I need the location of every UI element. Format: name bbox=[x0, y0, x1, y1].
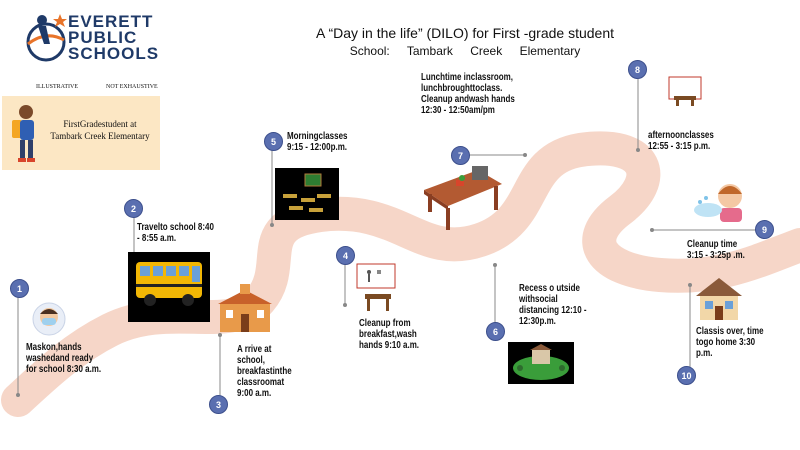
classroom-desk-icon bbox=[356, 263, 396, 311]
school-building-icon bbox=[218, 284, 272, 332]
illustrative-tag: ILLUSTRATIVE bbox=[36, 84, 78, 90]
step-text-1: Maskon,hands washedand ready for school … bbox=[26, 342, 102, 375]
step-text-9: Cleanup time 3:15 - 3:25p .m. bbox=[687, 239, 745, 261]
connector-lines bbox=[17, 70, 760, 395]
logo-line1: EVERETT bbox=[68, 12, 154, 31]
step-badge-7: 7 bbox=[451, 146, 470, 165]
step-badge-1: 1 bbox=[10, 279, 29, 298]
step-badge-4: 4 bbox=[336, 246, 355, 265]
school-bus-icon bbox=[128, 252, 210, 322]
afternoon-class-icon bbox=[668, 76, 702, 106]
step-text-4: Cleanup from breakfast,wash hands 9:10 a… bbox=[359, 318, 420, 351]
connector-dots bbox=[16, 148, 692, 397]
step-badge-5: 5 bbox=[264, 132, 283, 151]
logo-line3: SCHOOLS bbox=[68, 44, 160, 63]
logo-line2: PUBLIC bbox=[68, 28, 138, 47]
step-badge-3: 3 bbox=[209, 395, 228, 414]
step-badge-2: 2 bbox=[124, 199, 143, 218]
step-text-8: afternoonclasses 12:55 - 3:15 p.m. bbox=[648, 130, 714, 152]
not-exhaustive-tag: NOT EXHAUSTIVE bbox=[106, 84, 158, 90]
handwash-child-icon bbox=[694, 184, 742, 222]
step-text-2: Travelto school 8:40 - 8:55 a.m. bbox=[137, 222, 214, 244]
page-title: A “Day in the life” (DILO) for First -gr… bbox=[300, 24, 630, 60]
home-house-icon bbox=[696, 278, 742, 320]
lunch-table-icon bbox=[424, 166, 502, 230]
step-text-7: Lunchtime inclassroom, lunchbroughttocla… bbox=[421, 72, 515, 116]
masked-child-icon bbox=[32, 302, 66, 336]
step-badge-9: 9 bbox=[755, 220, 774, 239]
step-text-10: Classis over, time togo home 3:30 p.m. bbox=[696, 326, 764, 359]
step-badge-10: 10 bbox=[677, 366, 696, 385]
step-badge-6: 6 bbox=[486, 322, 505, 341]
step-badge-8: 8 bbox=[628, 60, 647, 79]
step-text-6: Recess o utside withsocial distancing 12… bbox=[519, 283, 587, 327]
step-text-3: A rrive at school, breakfastinthe classr… bbox=[237, 344, 292, 399]
step-text-5: Morningclasses 9:15 - 12:00p.m. bbox=[287, 131, 348, 153]
title-line2: School: Tambark Creek Elementary bbox=[349, 44, 581, 58]
logo-text: EVERETT PUBLIC SCHOOLS bbox=[68, 12, 160, 63]
logo-globe-icon bbox=[26, 14, 67, 62]
morning-classroom-icon bbox=[275, 168, 339, 220]
intro-text: FirstGradestudent at Tambark Creek Eleme… bbox=[50, 119, 150, 141]
title-line1: A “Day in the life” (DILO) for First -gr… bbox=[316, 25, 614, 41]
recess-playground-icon bbox=[508, 342, 574, 384]
student-icon bbox=[12, 105, 35, 162]
